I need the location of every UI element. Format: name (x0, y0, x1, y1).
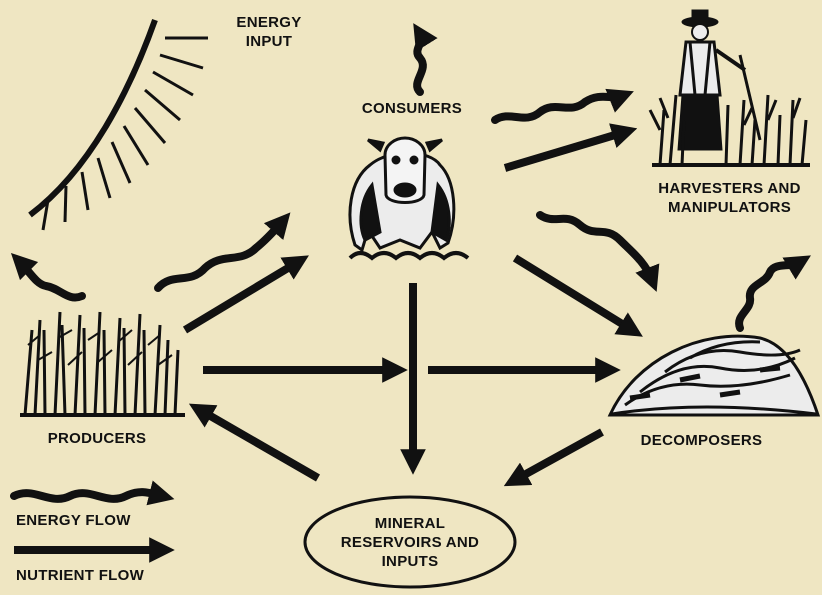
decomposers-label: DECOMPOSERS (629, 431, 774, 450)
energy-input-label: ENERGY INPUT (230, 13, 308, 51)
sun-icon (30, 20, 208, 230)
energy-arrow-producers-up (20, 262, 82, 297)
harvesters-label: HARVESTERS AND MANIPULATORS (642, 179, 817, 217)
nutrient-arrow-mineral-producers (200, 410, 318, 478)
consumers-label: CONSUMERS (354, 99, 470, 118)
nutrient-arrow-decomposers-mineral (515, 432, 602, 480)
farmer-icon (650, 10, 810, 165)
plants-icon (20, 312, 185, 415)
energy-arrow-consumers-decomposers (540, 215, 652, 280)
nutrient-arrow-consumers-decomposers (515, 258, 632, 330)
cow-icon (350, 138, 468, 258)
mineral-label: MINERAL RESERVOIRS AND INPUTS (330, 514, 490, 571)
legend-nutrient-flow-label: NUTRIENT FLOW (16, 566, 176, 585)
legend-energy-line (14, 492, 162, 499)
energy-arrow-decomposers-out (739, 262, 800, 328)
energy-arrow-producers-consumers (158, 222, 282, 288)
energy-arrow-consumers-harvesters (495, 96, 622, 120)
producers-label: PRODUCERS (34, 429, 160, 448)
legend-energy-flow-label: ENERGY FLOW (16, 511, 166, 530)
compost-heap-icon (610, 336, 818, 415)
energy-arrow-consumers-up (417, 34, 423, 92)
nutrient-arrow-consumers-harvesters (505, 132, 625, 168)
